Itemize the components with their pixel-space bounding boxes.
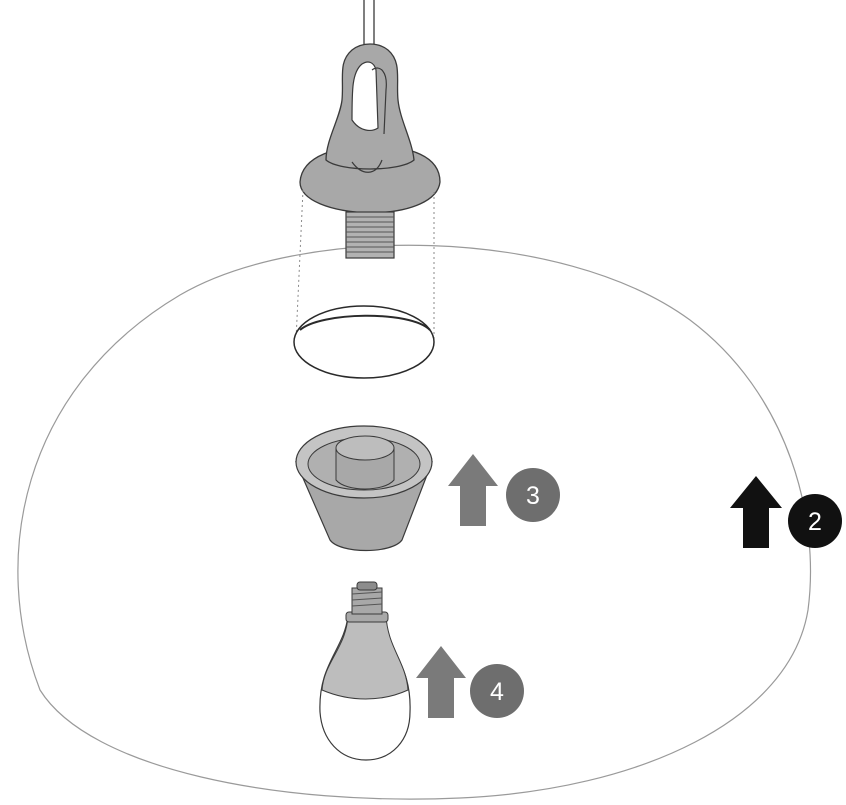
step-2-badge xyxy=(788,494,842,548)
threaded-stem xyxy=(345,211,395,259)
step-2-number: 2 xyxy=(808,508,822,536)
step-3-badge xyxy=(506,468,560,522)
ceiling-hook xyxy=(299,43,441,214)
step-4-badge xyxy=(470,664,524,718)
diffuser-cone xyxy=(295,425,433,552)
alignment-guides xyxy=(295,189,435,341)
light-bulb xyxy=(319,581,411,761)
shade-opening xyxy=(293,305,435,379)
step-4-marker: 4 xyxy=(416,646,524,718)
step-2-marker: 2 xyxy=(730,476,842,548)
step-3-number: 3 xyxy=(526,482,540,510)
up-arrow-icon xyxy=(730,476,782,548)
step-3-marker: 3 xyxy=(448,454,560,526)
lamp-shade xyxy=(17,244,812,800)
up-arrow-icon xyxy=(416,646,466,718)
up-arrow-icon xyxy=(448,454,498,526)
step-4-number: 4 xyxy=(490,678,504,706)
